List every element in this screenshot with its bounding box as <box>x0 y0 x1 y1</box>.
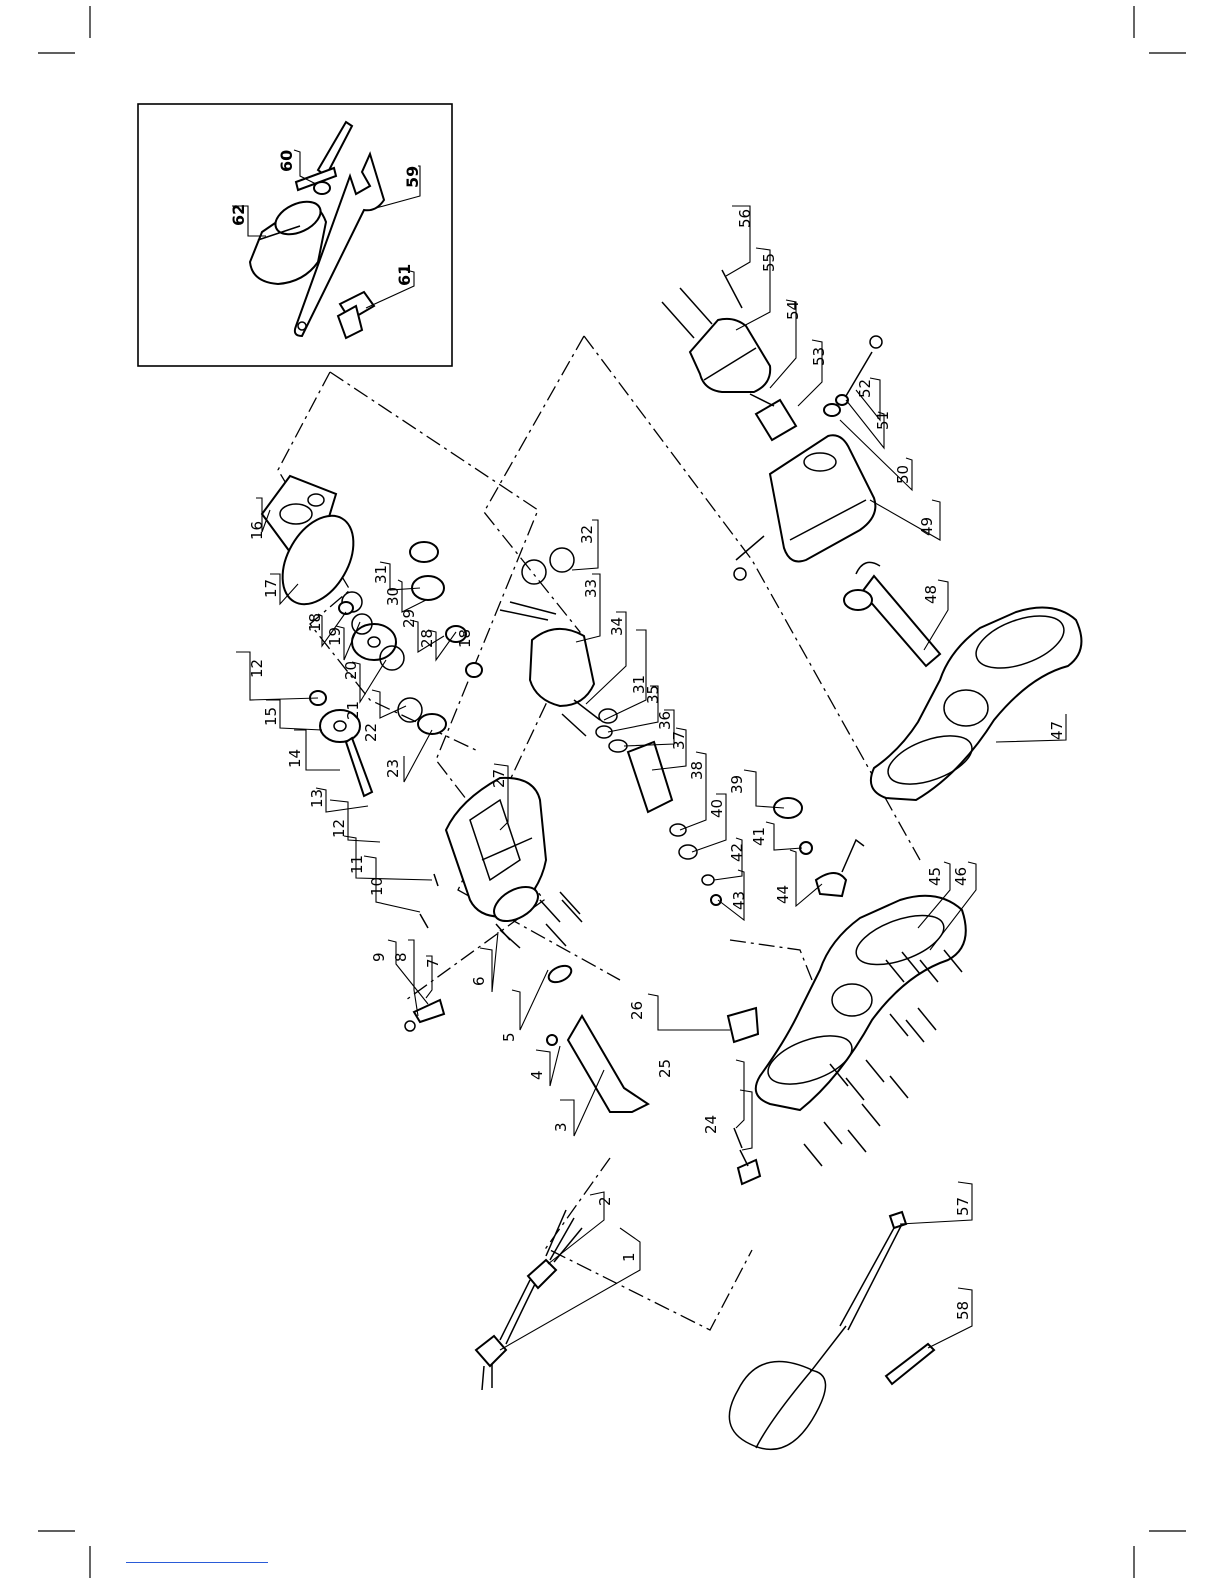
callout-57: 57 <box>954 1197 972 1216</box>
stator-part <box>500 548 600 736</box>
callout-40: 40 <box>708 799 726 818</box>
callout-46: 46 <box>952 867 970 886</box>
callout-20: 20 <box>342 661 360 680</box>
callout-53: 53 <box>810 347 828 366</box>
callout-22: 22 <box>362 723 380 742</box>
end-cap-part <box>750 394 796 440</box>
rear-cover-part <box>662 270 770 392</box>
brush-parts <box>824 336 882 416</box>
callout-21: 21 <box>344 701 362 720</box>
spindle-part <box>546 963 648 1112</box>
callout-26: 26 <box>628 1001 646 1020</box>
callout-2: 2 <box>596 1196 614 1206</box>
callout-43: 43 <box>730 891 748 910</box>
callout-16: 16 <box>248 521 266 540</box>
callout-48: 48 <box>922 585 940 604</box>
callout-8: 8 <box>392 952 410 962</box>
callout-4: 4 <box>528 1070 546 1080</box>
callout-9: 9 <box>370 952 388 962</box>
callout-54: 54 <box>784 301 802 320</box>
callout-60: 60 <box>277 150 296 172</box>
callout-24: 24 <box>702 1115 720 1134</box>
callout-6: 6 <box>470 976 488 986</box>
callout-32: 32 <box>578 525 596 544</box>
callout-7: 7 <box>424 958 442 968</box>
callout-50: 50 <box>894 465 912 484</box>
callout-5: 5 <box>500 1032 518 1042</box>
callout-35: 35 <box>644 685 662 704</box>
footer-link-underline[interactable] <box>126 1562 268 1563</box>
mixing-paddle-part <box>729 1212 906 1449</box>
callout-56: 56 <box>736 209 754 228</box>
power-cord-part <box>476 1210 582 1390</box>
callout-17: 17 <box>262 579 280 598</box>
callout-11: 11 <box>348 855 366 874</box>
callout-49: 49 <box>918 517 936 536</box>
callout-44: 44 <box>774 885 792 904</box>
callout-41: 41 <box>750 827 768 846</box>
callout-34: 34 <box>608 617 626 636</box>
handle-grip-part <box>844 562 940 666</box>
callout-29: 29 <box>400 609 418 628</box>
callout-25: 25 <box>656 1059 674 1078</box>
callout-61: 61 <box>395 264 414 286</box>
callout-58: 58 <box>954 1301 972 1320</box>
callout-13: 13 <box>308 789 326 808</box>
accessory-inset <box>138 104 452 366</box>
motor-housing-part <box>734 435 875 580</box>
callout-42: 42 <box>728 843 746 862</box>
armature-part <box>596 709 721 905</box>
callout-39: 39 <box>728 775 746 794</box>
callout-12b: 12 <box>248 659 266 678</box>
callout-19: 19 <box>326 627 344 646</box>
callout-59: 59 <box>403 166 422 188</box>
callout-14: 14 <box>286 749 304 768</box>
switch-parts <box>774 798 864 896</box>
callout-23: 23 <box>384 759 402 778</box>
callout-27: 27 <box>490 769 508 788</box>
callout-33: 33 <box>582 579 600 598</box>
callout-18a: 18 <box>306 613 324 632</box>
callout-18b: 18 <box>456 629 474 648</box>
callout-45: 45 <box>926 867 944 886</box>
callout-51: 51 <box>874 411 892 430</box>
callout-36: 36 <box>656 711 674 730</box>
callout-37: 37 <box>670 731 688 750</box>
callout-12a: 12 <box>330 819 348 838</box>
callout-30: 30 <box>384 587 402 606</box>
callout-52: 52 <box>856 379 874 398</box>
housing-half-front <box>756 896 966 1110</box>
callout-55: 55 <box>760 253 778 272</box>
callout-31a: 31 <box>372 565 390 584</box>
callout-28: 28 <box>418 629 436 648</box>
callout-62: 62 <box>229 204 248 226</box>
callout-47: 47 <box>1048 721 1066 740</box>
callout-10: 10 <box>368 877 386 896</box>
gear-housing-part <box>446 778 546 928</box>
callout-15: 15 <box>262 707 280 726</box>
callout-3: 3 <box>552 1122 570 1132</box>
callout-38: 38 <box>688 761 706 780</box>
spanner-part <box>886 1344 934 1384</box>
callout-1: 1 <box>620 1252 638 1262</box>
